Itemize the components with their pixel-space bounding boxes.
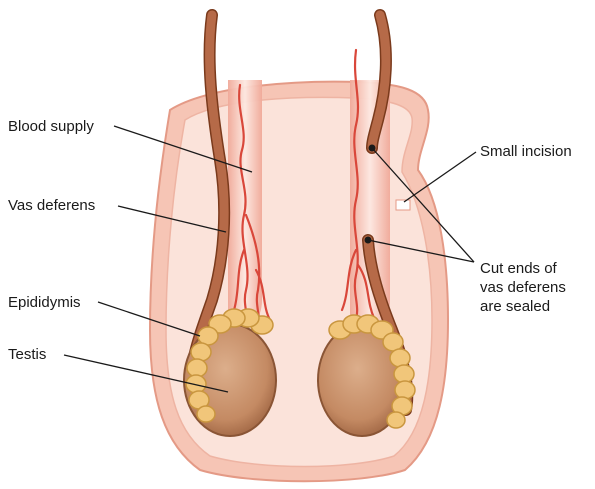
label-small-incision: Small incision	[480, 143, 572, 160]
label-vas-deferens: Vas deferens	[8, 197, 96, 214]
leader-testis	[63, 354, 229, 393]
label-cut-ends: Cut ends of vas deferens are sealed	[480, 259, 566, 316]
epididymis-left	[185, 308, 274, 423]
label-testis: Testis	[8, 346, 47, 363]
label-cut-ends-line-2: vas deferens	[480, 279, 566, 296]
leader-small-incision	[403, 151, 477, 203]
label-blood-supply: Blood supply	[8, 118, 94, 135]
leader-cut-end-lower	[367, 239, 475, 263]
leader-vas-deferens	[117, 205, 227, 233]
leader-lines	[63, 125, 477, 393]
epididymis-right	[328, 314, 416, 429]
label-cut-ends-line-1: Cut ends of	[480, 260, 557, 277]
label-cut-ends-line-3: are sealed	[480, 298, 551, 315]
blood-vessels-right	[340, 48, 376, 322]
leader-epididymis	[97, 301, 201, 337]
label-epididymis: Epididymis	[8, 294, 81, 311]
leader-blood-supply	[113, 125, 253, 173]
leader-cut-end-upper	[371, 147, 475, 263]
